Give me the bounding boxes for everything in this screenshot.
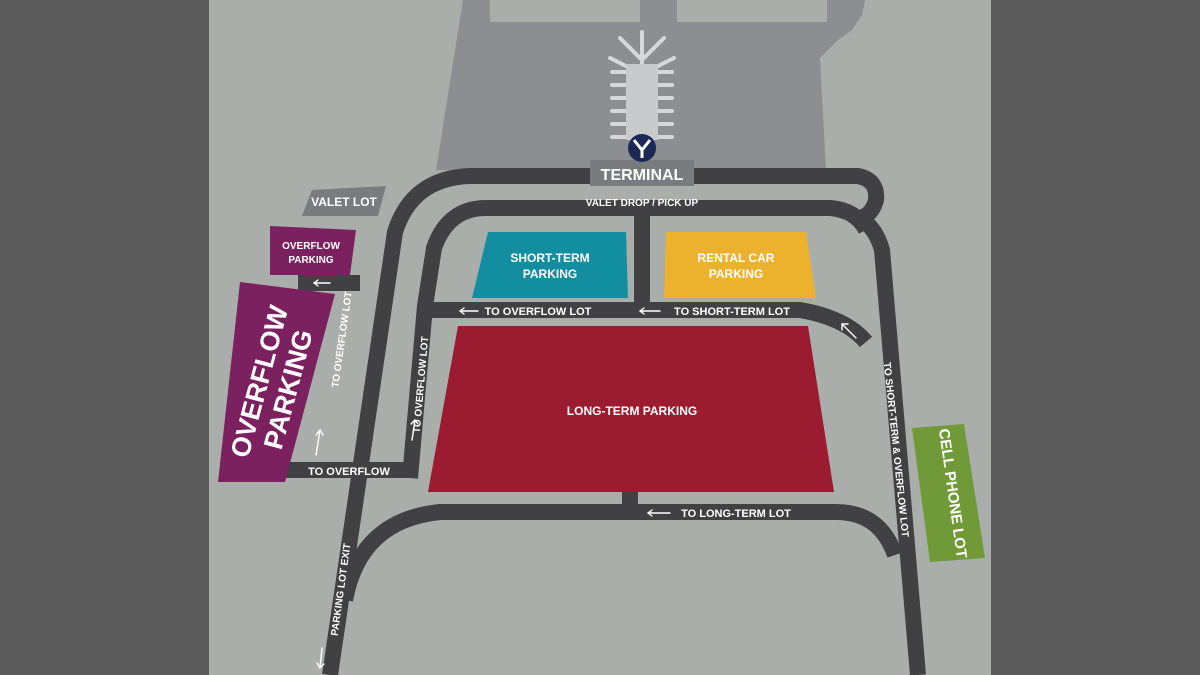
long-term-lot[interactable] bbox=[428, 326, 834, 492]
long-term-label: LONG-TERM PARKING bbox=[567, 404, 697, 418]
arrow-icon bbox=[316, 647, 325, 670]
arrow-icon bbox=[646, 509, 671, 517]
terminal-label: TERMINAL bbox=[601, 167, 684, 184]
valet-drop-label: VALET DROP / PICK UP bbox=[586, 198, 699, 209]
terminal-sign[interactable] bbox=[590, 160, 694, 186]
airfield-cutout-left bbox=[490, 0, 640, 22]
rental-car-lot[interactable] bbox=[664, 232, 816, 298]
terminal-logo bbox=[628, 134, 656, 162]
direction-arrows bbox=[312, 279, 857, 670]
arrow-icon bbox=[410, 418, 419, 441]
airfield-cutout-right bbox=[677, 0, 827, 22]
to-long-term-lot-label: TO LONG-TERM LOT bbox=[681, 508, 791, 520]
terminal-building bbox=[626, 64, 658, 140]
overflow-small-lot[interactable] bbox=[270, 226, 356, 275]
arrow-icon bbox=[315, 428, 324, 456]
cell-phone-lot[interactable] bbox=[912, 424, 985, 562]
arrow-icon bbox=[312, 279, 331, 287]
short-term-label-1: SHORT-TERM bbox=[510, 251, 589, 265]
to-short-term-lot-label: TO SHORT-TERM LOT bbox=[674, 306, 790, 318]
short-term-label-2: PARKING bbox=[523, 267, 577, 281]
overflow-small-label-1: OVERFLOW bbox=[282, 241, 340, 252]
arrow-icon bbox=[841, 323, 857, 339]
arrow-icon bbox=[458, 307, 479, 315]
valet-lot-sign[interactable] bbox=[302, 186, 386, 216]
short-term-lot[interactable] bbox=[472, 232, 628, 298]
y-logo-glyph bbox=[632, 139, 652, 158]
overflow-large-lot[interactable] bbox=[218, 282, 335, 482]
valet-lot-label: VALET LOT bbox=[311, 195, 377, 209]
rental-car-label-1: RENTAL CAR bbox=[698, 251, 775, 265]
arrow-icon bbox=[638, 307, 661, 315]
rental-car-label-2: PARKING bbox=[709, 267, 763, 281]
road-network bbox=[286, 168, 926, 675]
to-overflow-label: TO OVERFLOW bbox=[308, 466, 390, 478]
overflow-small-label-2: PARKING bbox=[288, 255, 334, 266]
to-overflow-lot-h-label: TO OVERFLOW LOT bbox=[485, 306, 592, 318]
